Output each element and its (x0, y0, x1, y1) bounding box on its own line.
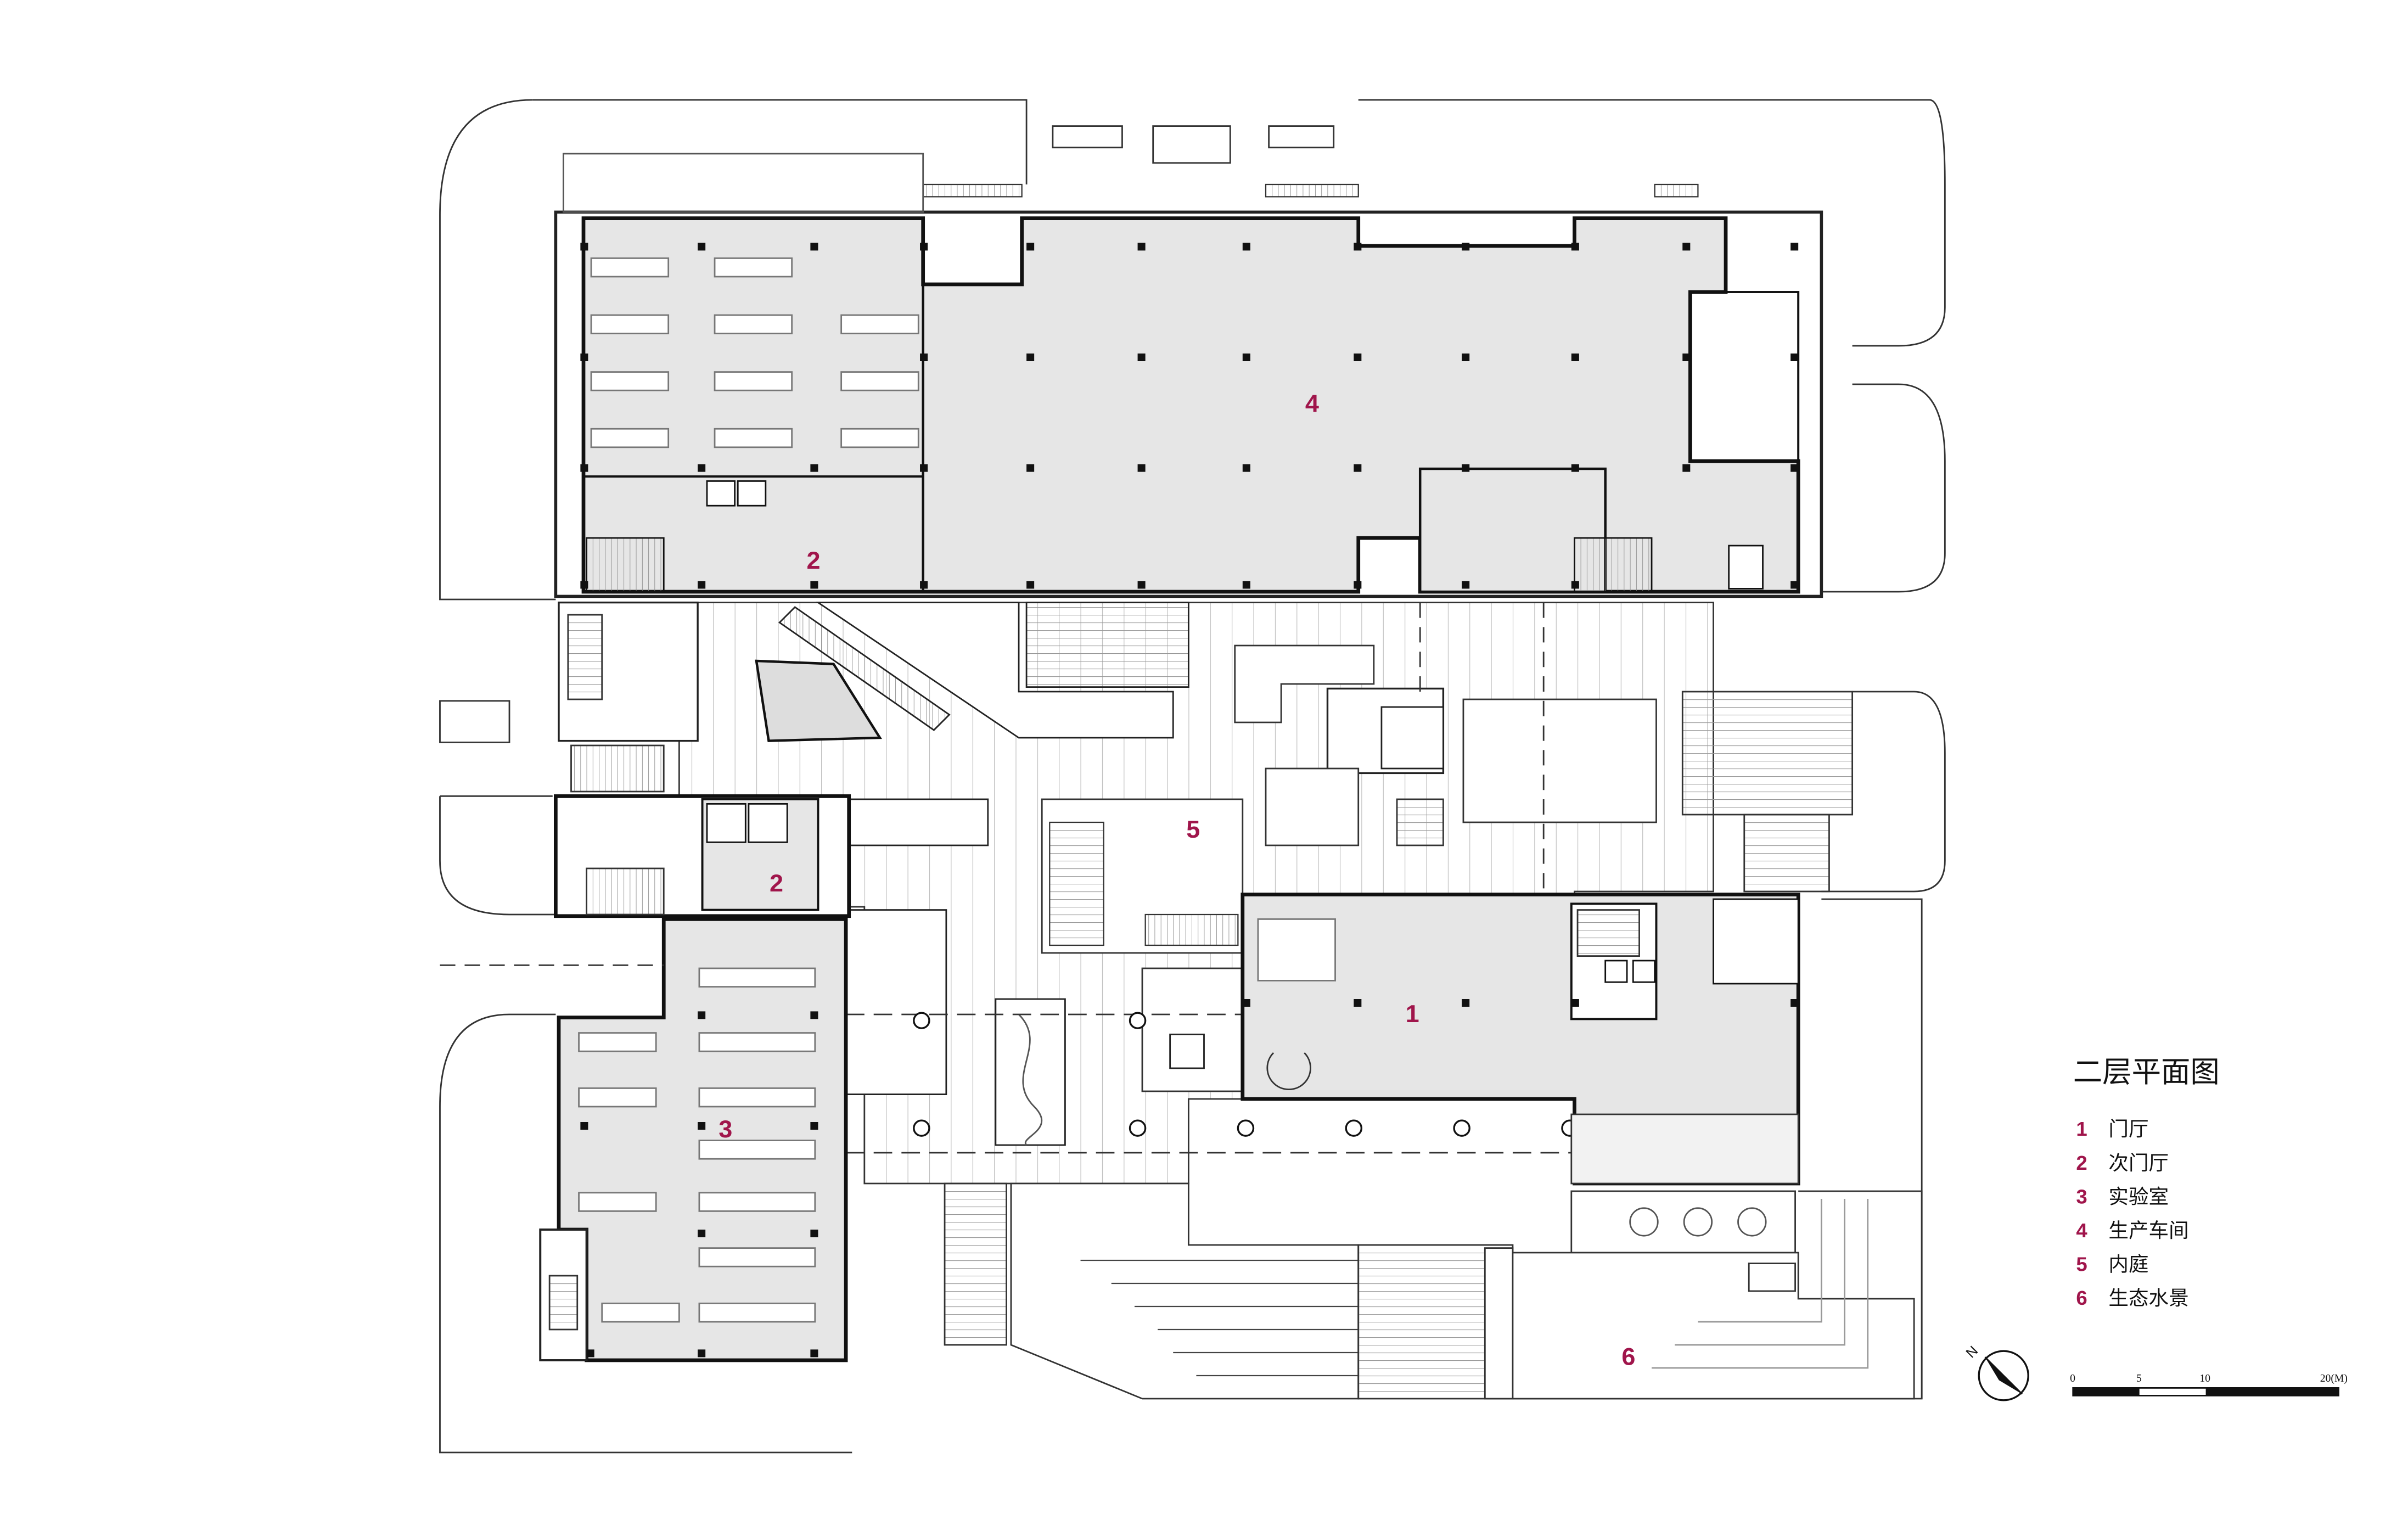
legend-title: 二层平面图 (2073, 1055, 2220, 1089)
scale-tick-20: 20(M) (2320, 1372, 2348, 1384)
east-lobby-block (1241, 691, 1854, 1254)
legend-num-4: 4 (2076, 1219, 2087, 1242)
room-label-2-west: 2 (770, 869, 783, 897)
scale-tick-5: 5 (2136, 1372, 2142, 1384)
south-landscape (944, 1182, 1923, 1400)
legend-num-5: 5 (2076, 1253, 2087, 1276)
legend-num-2: 2 (2076, 1152, 2087, 1174)
west-wing (440, 601, 851, 1362)
legend-text-1: 门厅 (2108, 1117, 2148, 1141)
room-label-1: 1 (1406, 1000, 1419, 1028)
room-label-5: 5 (1186, 815, 1200, 843)
legend-text-3: 实验室 (2108, 1185, 2169, 1208)
north-arrow-icon: N (1963, 1343, 2029, 1401)
room-labels: 4 2 2 5 1 3 6 (719, 389, 1635, 1370)
legend-text-5: 内庭 (2108, 1253, 2148, 1276)
legend: 二层平面图 1 门厅 2 次门厅 3 实验室 4 生产车间 5 内庭 6 生态水… (2073, 1055, 2220, 1310)
legend-text-4: 生产车间 (2108, 1219, 2188, 1242)
legend-text-2: 次门厅 (2108, 1151, 2169, 1175)
room-label-3: 3 (719, 1115, 732, 1143)
legend-text-6: 生态水景 (2108, 1286, 2188, 1310)
scale-tick-10: 10 (2199, 1372, 2210, 1384)
central-courtyard (678, 602, 1714, 1185)
room-label-6: 6 (1621, 1342, 1635, 1370)
north-label: N (1963, 1343, 1981, 1361)
scale-tick-0: 0 (2070, 1372, 2075, 1384)
room-label-4: 4 (1305, 389, 1319, 417)
legend-num-6: 6 (2076, 1287, 2087, 1309)
north-building (554, 153, 1823, 598)
room-label-2-north: 2 (807, 546, 821, 574)
legend-num-1: 1 (2076, 1118, 2087, 1140)
legend-num-3: 3 (2076, 1185, 2087, 1208)
scale-bar: 0 5 10 20(M) (2070, 1372, 2348, 1396)
